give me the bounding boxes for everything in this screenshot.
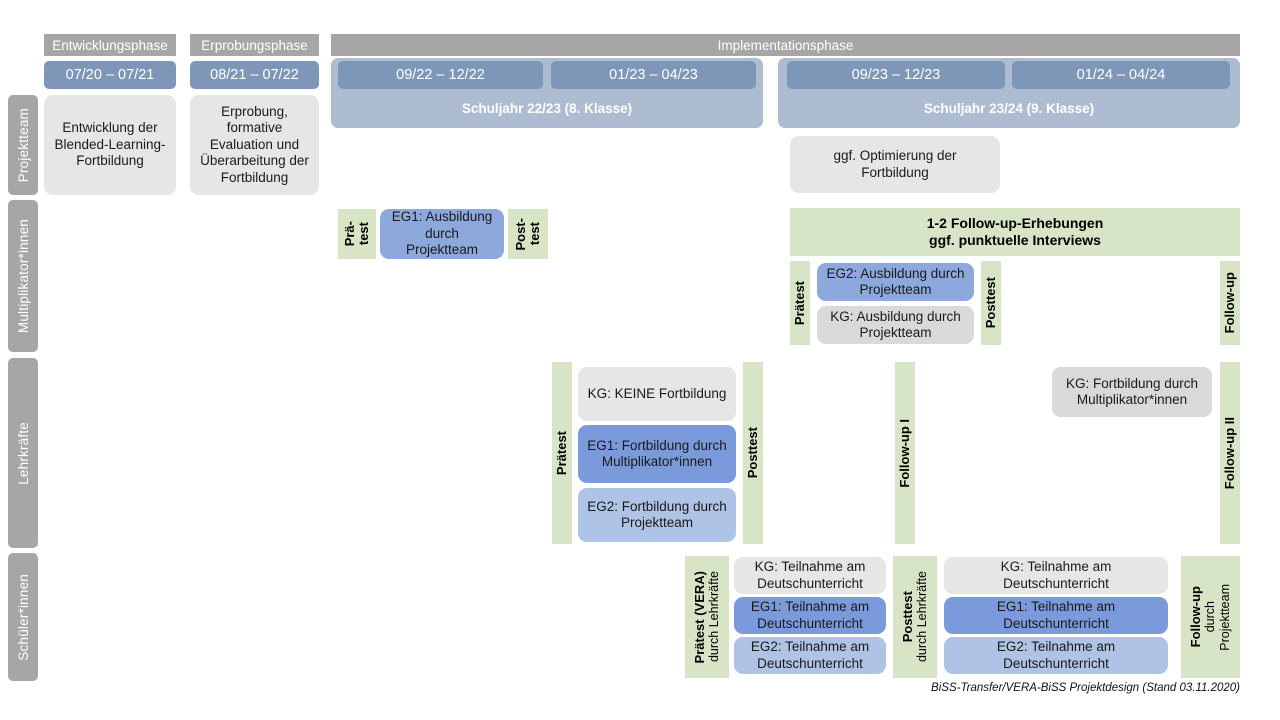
banner-line-1: 1-2 Follow-up-Erhebungen <box>926 214 1104 231</box>
measure-column-followup-mult: Follow-up <box>1220 261 1240 345</box>
phase-label: Implementationsphase <box>717 37 854 53</box>
school-year-band-2223: 09/22 – 12/22 01/23 – 04/23 Schuljahr 22… <box>331 58 763 128</box>
posttest-line1: Post- <box>513 217 529 251</box>
card-kg-fortbildung-multiplikatoren: KG: Fortbildung durch Multiplikator*inne… <box>1052 367 1212 417</box>
card-eg2-teilnahme-deutschunterricht-2: EG2: Teilnahme am Deutschunterricht <box>944 637 1168 674</box>
measure-column-praetest-mult: Prä- test <box>338 209 376 259</box>
date-chip-0123-0423: 01/23 – 04/23 <box>551 61 756 89</box>
praetest-vera-sub: durch Lehrkräfte <box>707 571 722 663</box>
posttest-sub: durch Lehrkräfte <box>915 571 930 663</box>
phase-label: Entwicklungsphase <box>52 37 168 53</box>
measure-column-followup-2-lehr: Follow-up II <box>1220 362 1240 544</box>
date-chip-0124-0424: 01/24 – 04/24 <box>1012 61 1230 89</box>
lane-label-projektteam: Projektteam <box>8 95 38 195</box>
followup-main: Follow-up <box>1188 586 1204 648</box>
posttest-line2: test <box>527 222 542 246</box>
card-eg1-teilnahme-deutschunterricht-2: EG1: Teilnahme am Deutschunterricht <box>944 597 1168 634</box>
banner-followup-erhebungen: 1-2 Follow-up-Erhebungen ggf. punktuelle… <box>790 208 1240 256</box>
measure-column-praetest-vera: Prätest (VERA) durch Lehrkräfte <box>685 556 729 678</box>
measure-column-praetest-mult-2: Prätest <box>790 261 810 345</box>
measure-column-followup-schueler: Follow-up durch Projektteam <box>1181 556 1240 678</box>
card-eg1-fortbildung-multiplikatoren: EG1: Fortbildung durch Multiplikator*inn… <box>578 425 736 483</box>
footer-source-note: BiSS-Transfer/VERA-BiSS Projektdesign (S… <box>931 682 1240 694</box>
praetest-line1: Prä- <box>342 221 358 247</box>
date-chip-label: 09/22 – 12/22 <box>396 67 485 83</box>
date-chip-label: 07/20 – 07/21 <box>65 67 155 83</box>
date-chip-0923-1223: 09/23 – 12/23 <box>787 61 1005 89</box>
followup-sub-line2: Projektteam <box>1218 583 1233 651</box>
card-eg1-teilnahme-deutschunterricht-1: EG1: Teilnahme am Deutschunterricht <box>734 597 886 634</box>
lane-label-lehrkraefte: Lehrkräfte <box>8 358 38 548</box>
card-kg-ausbildung-projektteam: KG: Ausbildung durch Projektteam <box>817 306 974 344</box>
date-chip-label: 09/23 – 12/23 <box>851 67 941 83</box>
banner-line-2: ggf. punktuelle Interviews <box>929 232 1101 248</box>
card-eg2-teilnahme-deutschunterricht-1: EG2: Teilnahme am Deutschunterricht <box>734 637 886 674</box>
phase-bar-implementationsphase: Implementationsphase <box>331 34 1240 56</box>
date-chip-label: 08/21 – 07/22 <box>210 67 299 83</box>
school-year-label-2324: Schuljahr 23/24 (9. Klasse) <box>923 100 1095 116</box>
card-kg-keine-fortbildung: KG: KEINE Fortbildung <box>578 367 736 421</box>
card-eg1-ausbildung-projektteam: EG1: Ausbildung durch Projektteam <box>380 209 504 259</box>
date-chip-label: 01/23 – 04/23 <box>609 67 698 83</box>
measure-column-praetest-lehr: Prätest <box>552 362 572 544</box>
card-kg-teilnahme-deutschunterricht-2: KG: Teilnahme am Deutschunterricht <box>944 557 1168 594</box>
date-chip-0720-0721: 07/20 – 07/21 <box>44 61 176 89</box>
measure-column-posttest-mult-2: Posttest <box>981 261 1001 345</box>
followup-sub-line1: durch <box>1203 601 1218 633</box>
card-eg2-ausbildung-projektteam: EG2: Ausbildung durch Projektteam <box>817 263 974 301</box>
card-kg-teilnahme-deutschunterricht-1: KG: Teilnahme am Deutschunterricht <box>734 557 886 594</box>
phase-bar-erprobungsphase: Erprobungsphase <box>190 34 319 56</box>
praetest-line2: test <box>356 222 371 246</box>
card-eg2-fortbildung-projektteam: EG2: Fortbildung durch Projektteam <box>578 488 736 542</box>
school-year-label-2223: Schuljahr 22/23 (8. Klasse) <box>461 100 633 116</box>
card-entwicklung-fortbildung: Entwicklung der Blended-Learning-Fortbil… <box>44 95 176 195</box>
date-chip-0821-0722: 08/21 – 07/22 <box>190 61 319 89</box>
card-erprobung-evaluation: Erprobung, formative Evaluation und Über… <box>190 95 319 195</box>
school-year-band-2324: 09/23 – 12/23 01/24 – 04/24 Schuljahr 23… <box>778 58 1240 128</box>
phase-bar-entwicklungsphase: Entwicklungsphase <box>44 34 176 56</box>
posttest-main: Posttest <box>899 591 915 643</box>
praetest-vera-main: Prätest (VERA) <box>691 570 707 664</box>
lane-label-multiplikatorinnen: Multiplikator*innen <box>8 200 38 352</box>
measure-column-posttest-mult: Post- test <box>508 209 548 259</box>
measure-column-followup-1-lehr: Follow-up I <box>895 362 915 544</box>
card-optimierung-fortbildung: ggf. Optimierung der Fortbildung <box>790 136 1000 193</box>
measure-column-posttest-lehr: Posttest <box>743 362 763 544</box>
date-chip-label: 01/24 – 04/24 <box>1076 67 1166 83</box>
lane-label-schuelerinnen: Schüler*innen <box>8 553 38 681</box>
date-chip-0922-1222: 09/22 – 12/22 <box>338 61 543 89</box>
measure-column-posttest-schueler: Posttest durch Lehrkräfte <box>893 556 937 678</box>
phase-label: Erprobungsphase <box>201 37 308 53</box>
